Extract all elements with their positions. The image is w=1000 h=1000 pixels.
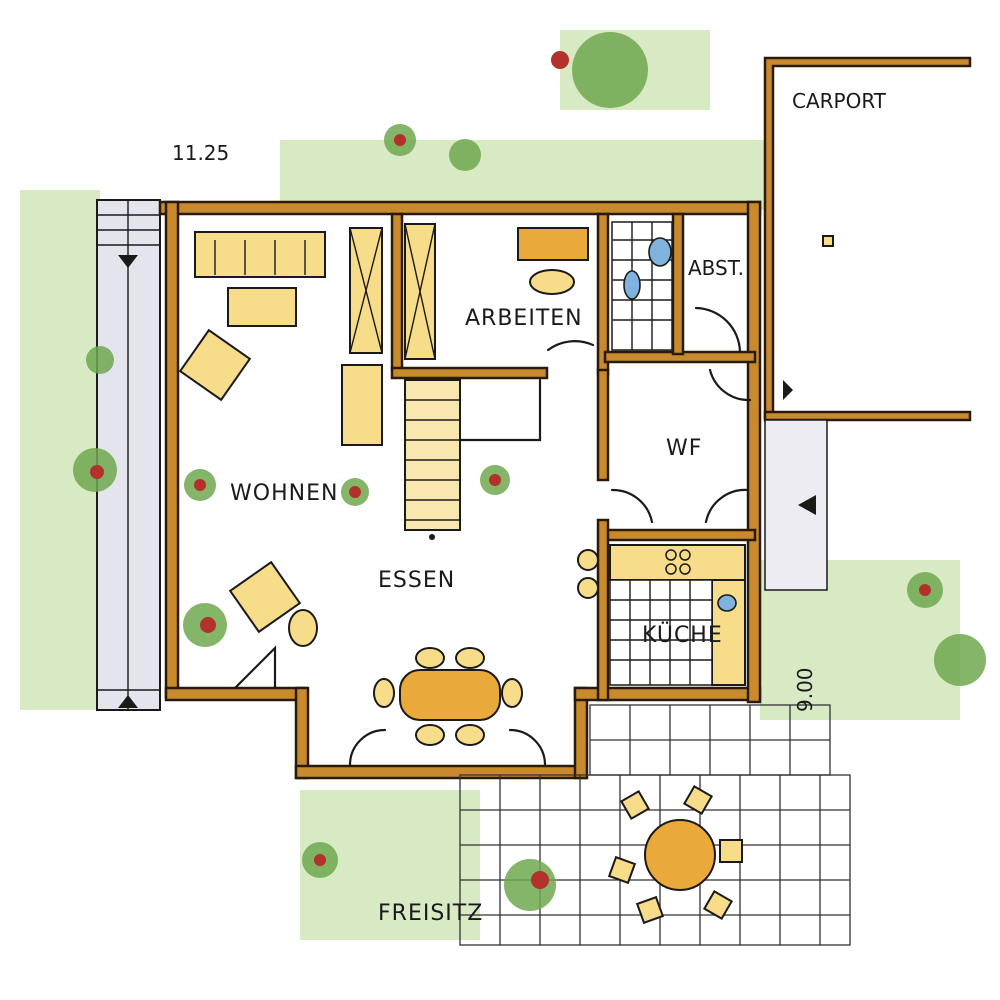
freisitz-label: FREISITZ: [378, 901, 483, 926]
essen-label: ESSEN: [378, 568, 455, 593]
abst-label: ABST.: [688, 256, 744, 280]
bathroom: [611, 221, 673, 351]
arbeiten-label: ARBEITEN: [465, 306, 583, 331]
depth-dimension: 9.00: [793, 667, 817, 712]
patio-tiles: [459, 704, 851, 946]
patio-table: [607, 784, 743, 925]
entrance-path: [764, 380, 828, 591]
plants: [73, 32, 986, 911]
carport-outline: [763, 56, 972, 422]
living-furniture: [178, 227, 383, 647]
staircase: [404, 378, 542, 540]
dining-table: [373, 647, 523, 746]
kitchen: [577, 544, 746, 686]
width-dimension: 11.25: [172, 141, 229, 165]
office-furniture: [404, 223, 589, 360]
wf-label: WF: [666, 436, 702, 461]
kueche-label: KÜCHE: [642, 622, 723, 648]
carport-label: CARPORT: [792, 89, 887, 113]
house-walls: [158, 200, 762, 780]
door-swings: [233, 306, 752, 767]
wohnen-label: WOHNEN: [230, 481, 338, 506]
